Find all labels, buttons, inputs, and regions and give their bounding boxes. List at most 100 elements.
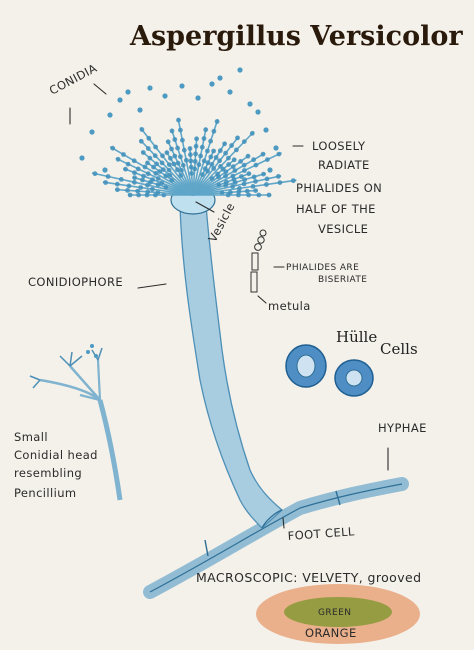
phialide-conidium xyxy=(260,151,266,157)
phialide-conidium xyxy=(178,154,183,160)
phialide-conidium xyxy=(234,147,239,153)
phialide-conidium xyxy=(179,167,184,173)
phialide-conidium xyxy=(213,155,219,160)
phialide-conidium xyxy=(103,180,108,185)
phialide-conidium xyxy=(121,152,126,157)
phialide-conidium xyxy=(249,131,255,136)
conidium-dot xyxy=(162,93,168,99)
phialide-conidium xyxy=(153,144,159,150)
phialide-conidium xyxy=(183,157,189,163)
phialide-conidium xyxy=(223,169,229,175)
conidium-dot xyxy=(125,89,131,95)
phialide-conidium xyxy=(138,138,144,144)
phialide-conidium xyxy=(203,127,209,133)
conidiophore-stalk xyxy=(179,204,283,529)
pointer-conidia xyxy=(93,83,107,95)
phialide-conidium xyxy=(172,153,178,159)
phialide-conidium xyxy=(217,158,223,164)
phialide-conidium xyxy=(276,151,282,157)
phialide-conidium xyxy=(236,192,241,198)
phialide-conidium xyxy=(232,180,238,185)
phialide-conidium xyxy=(226,155,231,161)
small-conidial-head xyxy=(29,344,123,501)
phialide-conidium xyxy=(250,184,256,189)
phialide-conidium xyxy=(175,160,181,166)
phialide-conidium xyxy=(193,151,199,157)
conidium-dot xyxy=(117,97,123,103)
phialide-description: LOOSELY RADIATE PHIALIDES ON HALF OF THE… xyxy=(292,139,382,236)
desc-line-2: RADIATE xyxy=(318,158,370,172)
hyphae xyxy=(143,477,409,599)
phialides xyxy=(91,117,297,198)
phialide-conidium xyxy=(201,158,207,164)
phialide-conidium xyxy=(152,153,158,159)
phialide-conidium xyxy=(253,188,258,194)
phialide-conidium xyxy=(251,157,256,163)
phialide-conidium xyxy=(231,157,237,163)
phialide-conidium xyxy=(266,192,272,198)
label-small-head-2: Conidial head xyxy=(14,448,98,462)
label-small-head-3: resembling xyxy=(14,466,82,480)
phialide-conidium xyxy=(138,185,144,190)
phialide-conidium xyxy=(214,119,220,124)
phialide-conidium xyxy=(142,164,148,170)
label-colony-green: GREEN xyxy=(318,608,351,618)
phialide-conidium xyxy=(264,182,269,187)
phialide-conidium xyxy=(92,171,98,177)
phialide-conidium xyxy=(192,159,198,164)
phialide-conidium xyxy=(253,179,258,184)
phialide-conidium xyxy=(242,168,247,173)
phialide-conidium xyxy=(192,166,198,172)
phialide-conidium xyxy=(115,187,120,193)
phialide-conidium xyxy=(139,127,145,132)
phialide-conidium xyxy=(180,162,186,168)
phialide-conidium xyxy=(189,171,195,176)
conidium-dot xyxy=(227,89,233,95)
phialide-conidium xyxy=(176,117,181,123)
phialide-conidium xyxy=(145,189,151,195)
phialide-conidium xyxy=(223,182,229,188)
phialide-conidium xyxy=(169,128,175,134)
phialide-conidium xyxy=(105,174,111,179)
phialide-conidium xyxy=(253,162,259,168)
phialide-conidium xyxy=(209,162,215,167)
phialide-conidium xyxy=(166,167,172,173)
phialide-conidium xyxy=(159,180,165,186)
conidium-dot xyxy=(267,167,273,173)
phialide-conidium xyxy=(168,155,173,161)
phialide-conidium xyxy=(118,177,124,182)
phialide-conidium xyxy=(115,156,121,162)
phialide-conidium xyxy=(169,146,174,152)
phialide-conidium xyxy=(205,168,211,174)
phialide-conidium xyxy=(211,148,217,154)
phialide-conidium xyxy=(171,161,177,167)
phialide-conidium xyxy=(155,182,161,188)
phialide-conidium xyxy=(132,175,138,181)
colony-illustration xyxy=(256,584,420,644)
label-hyphae: HYPHAE xyxy=(378,421,427,435)
phialide-conidium xyxy=(251,174,257,180)
phialide-conidium xyxy=(230,164,236,170)
phialide-conidium xyxy=(165,139,171,145)
phialide-conidium xyxy=(145,146,151,151)
phialide-conidium xyxy=(172,137,178,142)
phialide-conidium xyxy=(199,144,205,150)
phialide-conidium xyxy=(241,139,247,145)
phialide-conidium xyxy=(193,143,199,149)
phialide-conidium xyxy=(246,171,252,177)
phialide-conidium xyxy=(277,180,283,186)
phialide-conidium xyxy=(244,188,250,194)
metula-inset xyxy=(250,229,285,293)
phialide-conidium xyxy=(242,177,248,183)
desc-line-5: VESICLE xyxy=(318,222,368,236)
phialide-conidium xyxy=(167,172,173,178)
conidium-dot xyxy=(79,155,85,161)
phialide-conidium xyxy=(150,177,156,183)
phialide-conidium xyxy=(180,137,185,143)
pointer-vesicle xyxy=(195,201,215,213)
label-small-head-1: Small xyxy=(14,430,48,444)
label-cells: Cells xyxy=(380,340,418,358)
conidium-dot xyxy=(89,129,95,135)
phialide-conidium xyxy=(154,161,160,167)
desc-line-1: LOOSELY xyxy=(312,139,366,153)
